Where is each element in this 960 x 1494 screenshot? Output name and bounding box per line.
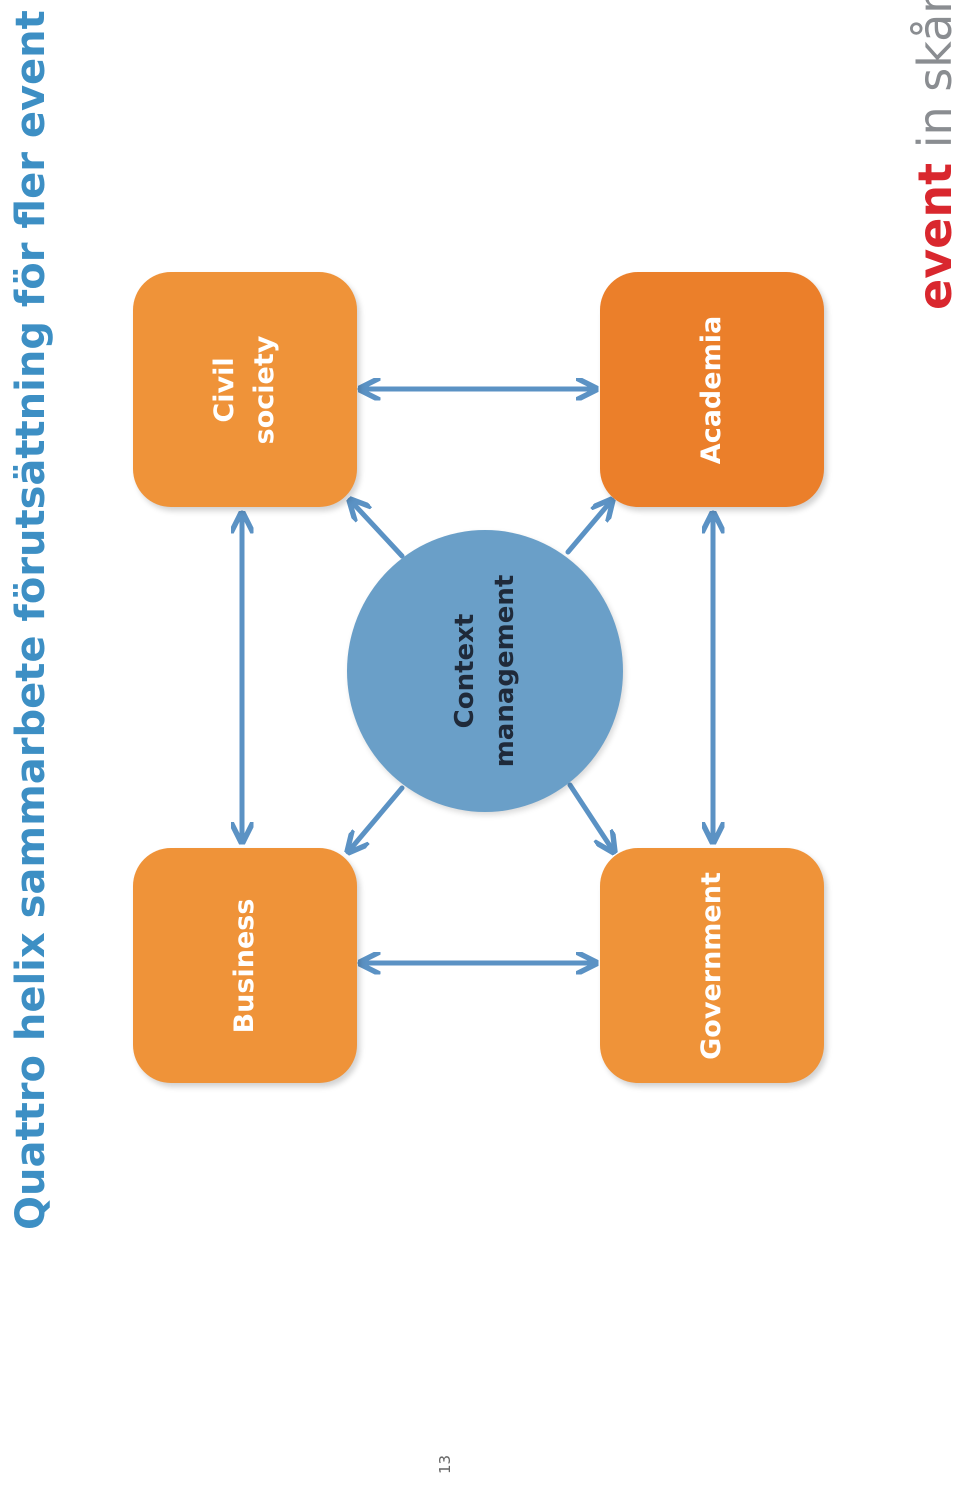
- government-label: Government: [696, 871, 727, 1060]
- government-box: Government: [600, 848, 824, 1083]
- logo-strong-text: event: [908, 162, 960, 310]
- academia-label: Academia: [696, 315, 727, 464]
- event-in-skane-logo: event in skåne: [908, 0, 960, 310]
- page-number: 13: [436, 1454, 454, 1474]
- civil-society-label: Civil society: [209, 335, 280, 444]
- arrow-center-business: [348, 785, 405, 852]
- context-management-label: Context management: [450, 574, 520, 768]
- arrow-center-academia: [565, 500, 612, 555]
- logo-light-text: in skåne: [908, 0, 960, 163]
- arrow-center-civil: [350, 500, 405, 559]
- context-management-circle: Context management: [347, 530, 623, 812]
- arrow-center-government: [567, 782, 614, 852]
- civil-society-box: Civil society: [133, 272, 357, 507]
- academia-box: Academia: [600, 272, 824, 507]
- business-label: Business: [229, 898, 260, 1033]
- business-box: Business: [133, 848, 357, 1083]
